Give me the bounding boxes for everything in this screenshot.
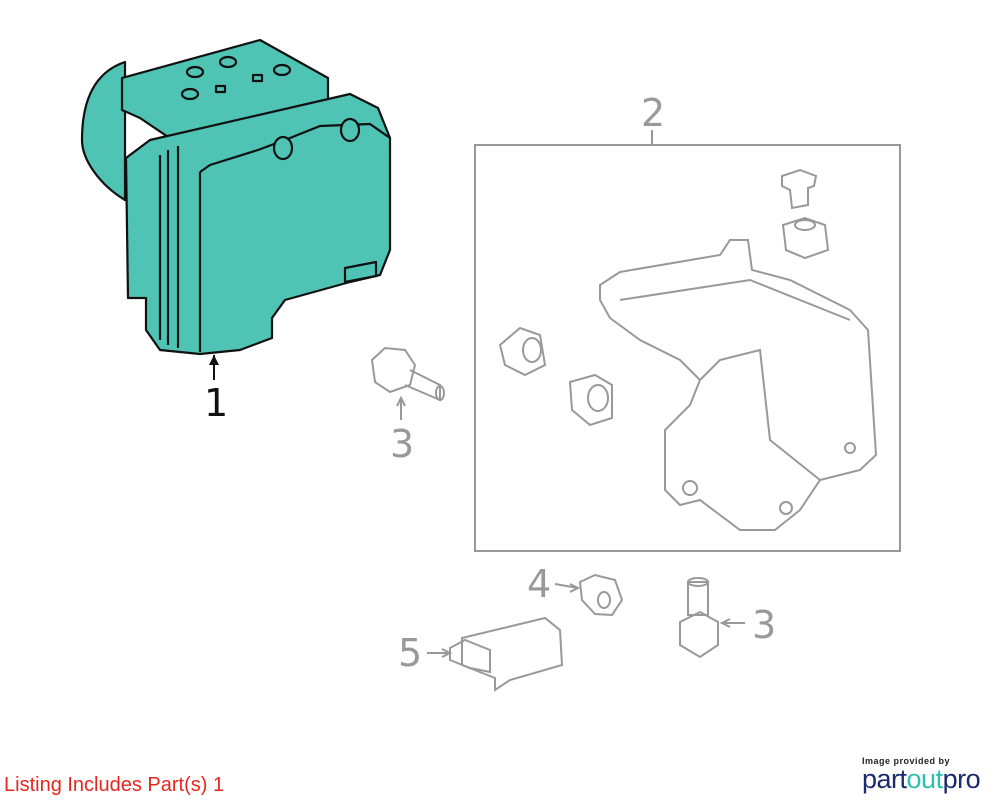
brand-part1: part	[862, 764, 907, 794]
callout-4[interactable]: 4	[527, 562, 552, 606]
bolt-left[interactable]	[370, 346, 445, 420]
brand-part2: out	[906, 764, 944, 794]
abs-actuator-assembly[interactable]	[80, 38, 392, 356]
callout-3-left[interactable]: 3	[390, 422, 415, 466]
attribution-logo: Image provided by partoutpro	[862, 756, 992, 793]
brand-part3: pro	[942, 764, 981, 794]
callout-3-right[interactable]: 3	[752, 603, 777, 647]
bracket-kit[interactable]	[474, 130, 901, 552]
nut-part-4[interactable]	[554, 573, 624, 617]
bolt-right[interactable]	[679, 577, 745, 659]
callout-5[interactable]: 5	[398, 631, 423, 675]
brand-logo: partoutpro	[862, 766, 992, 793]
attribution-caption: Image provided by	[862, 756, 951, 766]
included-parts-note: Listing Includes Part(s) 1	[4, 774, 225, 796]
sensor-part-5[interactable]	[427, 616, 564, 692]
callout-1[interactable]: 1	[204, 381, 229, 425]
callout-2[interactable]: 2	[641, 91, 666, 135]
